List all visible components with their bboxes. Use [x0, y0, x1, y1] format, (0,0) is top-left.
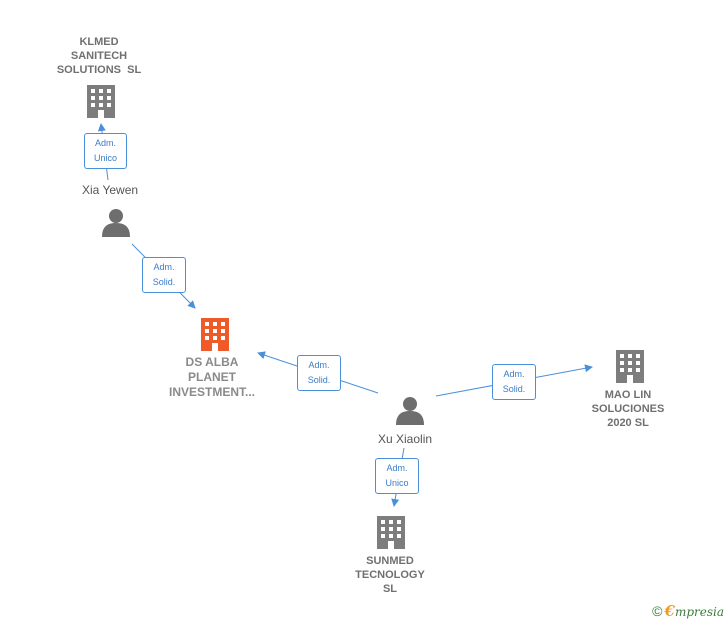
building-icon-focus[interactable] [201, 318, 229, 351]
edge-label-xu-sunmed: Adm. Unico [375, 458, 419, 494]
edge-label-line2: Unico [385, 478, 409, 488]
edge-label-line1: Adm. [308, 360, 330, 370]
edge-label-line2: Unico [93, 153, 117, 163]
edge-label-line1: Adm. [503, 369, 525, 379]
edge-label-line2: Solid. [152, 277, 176, 287]
company-label-klmed[interactable]: KLMED SANITECH SOLUTIONS SL [56, 36, 142, 76]
edge-label-xia-klmed: Adm. Unico [84, 133, 127, 169]
building-icon[interactable] [616, 350, 644, 383]
person-icon[interactable] [102, 209, 130, 237]
person-label-xu-xiaolin[interactable]: Xu Xiaolin [378, 432, 433, 446]
person-label-xia-yewen[interactable]: Xia Yewen [82, 183, 139, 197]
edge-label-line1: Adm. [153, 262, 175, 272]
edge-label-xu-dsalba: Adm. Solid. [297, 355, 341, 391]
brand-e: € [664, 602, 675, 620]
company-label-sunmed[interactable]: SUNMED TECNOLOGY SL [355, 555, 425, 595]
copyright-symbol: © [652, 603, 663, 619]
person-icon[interactable] [396, 397, 424, 425]
brand-name: mpresia [674, 605, 724, 619]
edge-label-line1: Adm. [386, 463, 408, 473]
company-label-mao-lin[interactable]: MAO LIN SOLUCIONES 2020 SL [591, 389, 665, 429]
edge-label-xia-dsalba: Adm. Solid. [142, 257, 186, 293]
company-label-ds-alba[interactable]: DS ALBA PLANET INVESTMENT... [168, 355, 255, 399]
empresia-logo: ©€mpresia [652, 602, 724, 620]
edge-label-xu-maolin: Adm. Solid. [492, 364, 536, 400]
edge-label-line2: Solid. [502, 384, 526, 394]
edge-label-line2: Solid. [307, 375, 331, 385]
edge-label-line1: Adm. [94, 138, 116, 148]
building-icon[interactable] [377, 516, 405, 549]
building-icon[interactable] [87, 85, 115, 118]
